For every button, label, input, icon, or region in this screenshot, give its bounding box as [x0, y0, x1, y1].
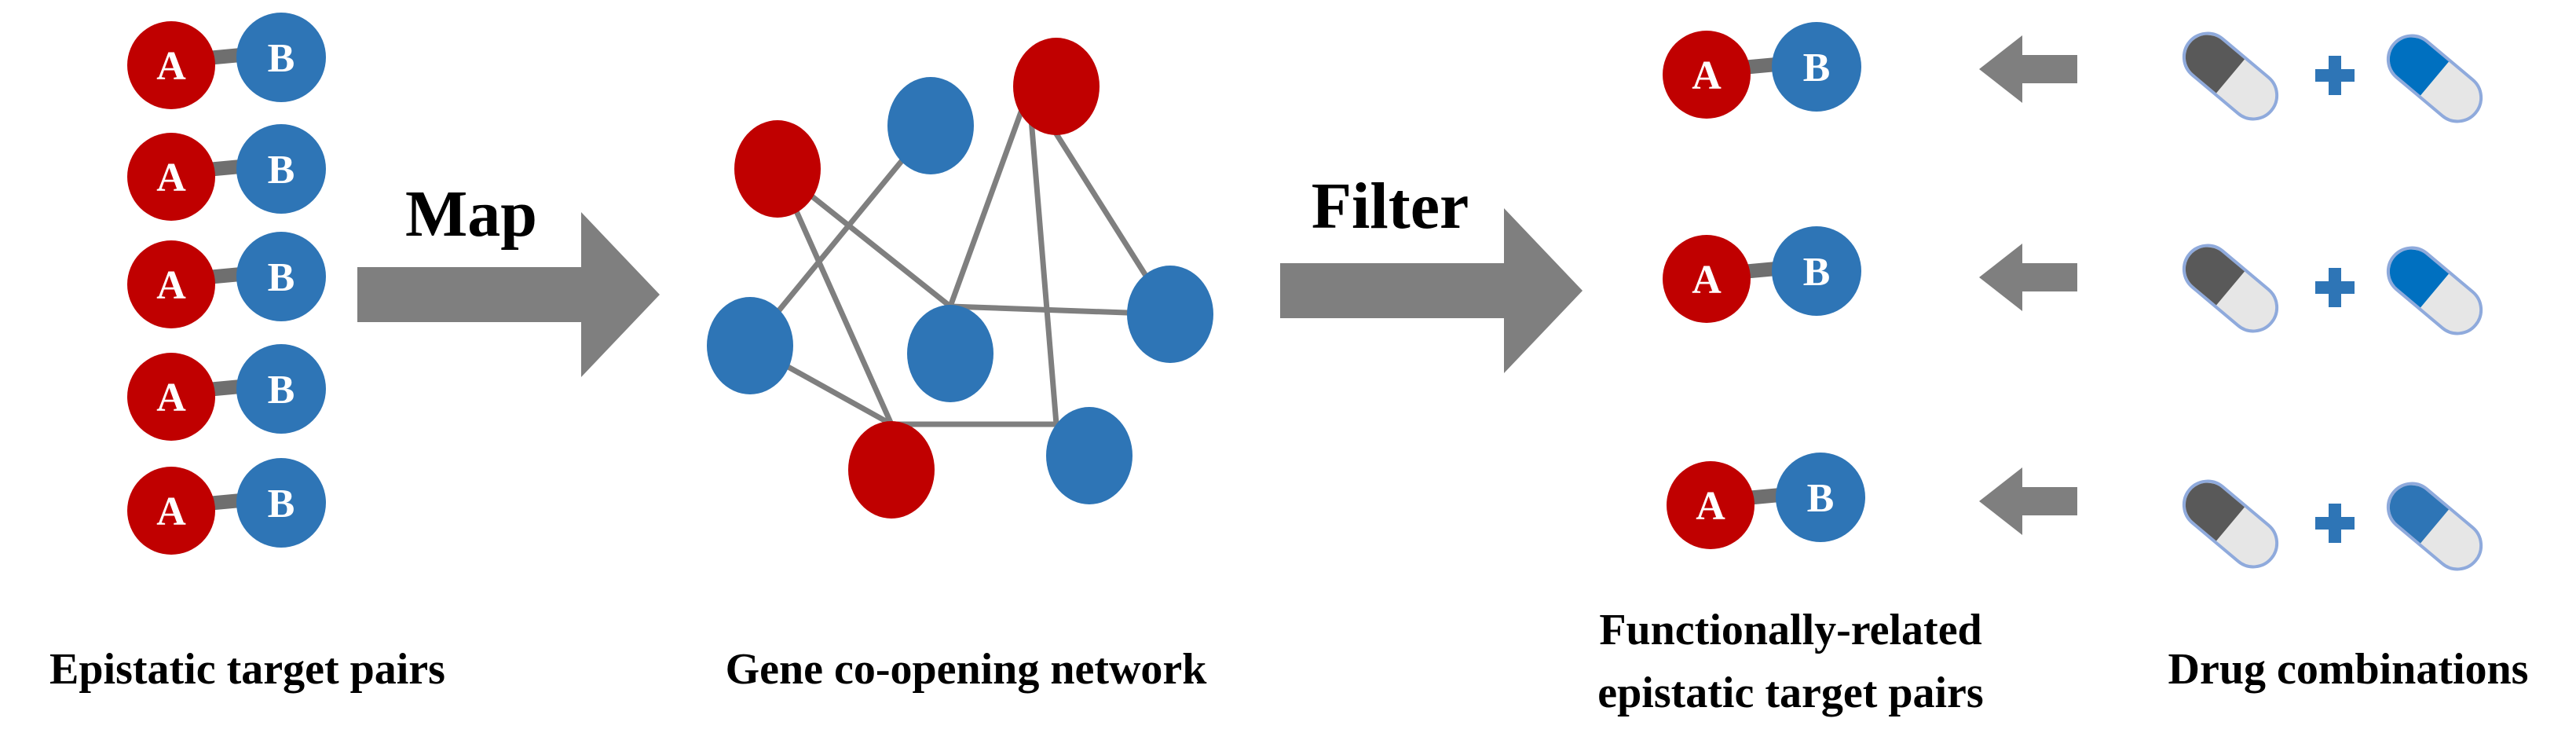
network-edge: [748, 123, 933, 348]
gene-b-node: [236, 13, 326, 102]
epistatic-pair: A B: [127, 232, 326, 328]
gene-b-label: B: [1803, 46, 1831, 90]
gene-a-label: A: [1692, 258, 1722, 302]
gene-b-node: [236, 232, 326, 321]
plus-icon: [2315, 56, 2355, 95]
epistatic-pairs-column: A B A B A B A B: [127, 13, 326, 555]
map-arrow: Map: [357, 178, 660, 377]
network-nodes: [707, 38, 1213, 519]
network-node-blue: [1127, 266, 1213, 363]
functional-pair: A B: [1667, 453, 1865, 549]
network-node-blue: [907, 305, 993, 402]
gene-b-node: [236, 458, 326, 548]
gene-b-label: B: [1807, 476, 1835, 521]
epistatic-pair: A B: [127, 344, 326, 441]
network-node-blue: [707, 297, 793, 394]
network-node-red: [734, 120, 821, 218]
functional-pair: A B: [1663, 226, 1861, 323]
filter-arrow-label: Filter: [1312, 170, 1469, 243]
filter-arrow-shape: [1280, 208, 1583, 373]
gene-a-label: A: [1692, 53, 1722, 98]
gene-a-label: A: [156, 263, 186, 308]
caption-epistatic-pairs: Epistatic target pairs: [49, 645, 445, 694]
capsule-icon: [2386, 246, 2483, 335]
functional-pairs-column: A B A B A B: [1663, 22, 1865, 549]
gene-b-label: B: [1803, 250, 1831, 295]
gene-b-label: B: [268, 255, 295, 300]
gene-b-label: B: [268, 148, 295, 192]
map-arrow-label: Map: [405, 178, 537, 251]
gene-b-label: B: [268, 36, 295, 81]
capsule-icon: [2386, 482, 2483, 571]
gene-a-node: [127, 240, 215, 328]
map-arrow-shape: [357, 212, 660, 377]
network-node-blue: [1046, 407, 1132, 504]
gene-b-node: [236, 124, 326, 214]
gene-b-node: [1772, 226, 1861, 316]
gene-a-node: [127, 133, 215, 221]
caption-drug-combinations: Drug combinations: [2168, 645, 2529, 694]
drug-combinations-column: [2182, 31, 2483, 571]
capsule-icon: [2386, 34, 2483, 123]
capsule-icon: [2182, 31, 2279, 121]
gene-a-label: A: [156, 44, 186, 89]
back-arrow: [1979, 467, 2077, 535]
drug-combination: [2182, 244, 2483, 335]
functional-pair: A B: [1663, 22, 1861, 119]
gene-a-label: A: [1696, 484, 1725, 529]
plus-icon: [2315, 268, 2355, 307]
caption-functional-pairs-line2: epistatic target pairs: [1597, 669, 1984, 717]
gene-b-label: B: [268, 482, 295, 526]
epistatic-pair: A B: [127, 13, 326, 109]
epistatic-pair: A B: [127, 458, 326, 555]
epistatic-pair: A B: [127, 124, 326, 221]
gene-a-node: [1663, 31, 1751, 119]
gene-a-node: [1667, 461, 1755, 549]
gene-a-node: [1663, 235, 1751, 323]
gene-a-label: A: [156, 376, 186, 420]
drug-combination: [2182, 479, 2483, 571]
caption-functional-pairs-line1: Functionally-related: [1599, 606, 1982, 654]
gene-a-node: [127, 467, 215, 555]
filter-arrow: Filter: [1280, 170, 1583, 373]
gene-a-node: [127, 21, 215, 109]
gene-b-label: B: [268, 368, 295, 412]
network-node-blue: [887, 77, 974, 174]
network-edge: [1026, 90, 1059, 425]
network-node-red: [1013, 38, 1100, 135]
back-arrow: [1979, 35, 2077, 103]
drug-combination: [2182, 31, 2483, 123]
gene-b-node: [1776, 453, 1865, 542]
back-arrows: [1979, 35, 2077, 535]
caption-gene-network: Gene co-opening network: [725, 645, 1207, 694]
gene-b-node: [1772, 22, 1861, 112]
back-arrow: [1979, 244, 2077, 311]
plus-icon: [2315, 504, 2355, 543]
gene-a-label: A: [156, 489, 186, 534]
gene-b-node: [236, 344, 326, 434]
gene-network: [707, 38, 1213, 519]
capsule-icon: [2182, 244, 2279, 333]
network-node-red: [848, 421, 935, 519]
capsule-icon: [2182, 479, 2279, 569]
network-edge: [947, 89, 1032, 308]
gene-a-label: A: [156, 156, 186, 200]
gene-a-node: [127, 353, 215, 441]
